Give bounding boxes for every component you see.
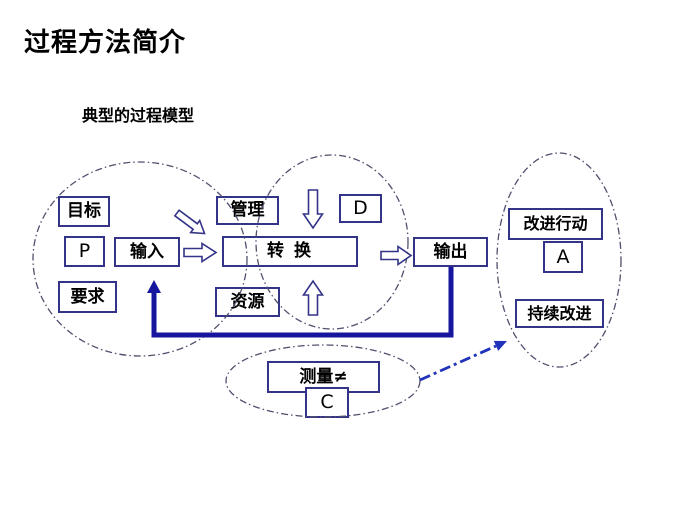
- box-transform: 转 换: [222, 236, 358, 267]
- arrow-up-into-transform-icon: [301, 279, 325, 316]
- arrow-transform-to-output-icon: [380, 244, 413, 267]
- arrow-diagonal-to-transform-icon: [173, 209, 206, 235]
- box-act-a: A: [543, 241, 583, 273]
- box-plan-p: P: [64, 236, 105, 267]
- measure-to-act-dash-line: [419, 344, 497, 382]
- box-goal: 目标: [58, 196, 110, 227]
- box-requirement: 要求: [58, 281, 117, 313]
- box-resource: 资源: [215, 287, 280, 317]
- feedback-arrowhead-icon: [147, 280, 161, 293]
- box-check-c: C: [305, 387, 349, 418]
- diagram-subtitle: 典型的过程模型: [82, 106, 195, 125]
- box-input: 输入: [114, 237, 180, 267]
- page-title: 过程方法简介: [24, 28, 187, 58]
- measure-to-act-arrowhead-icon: [493, 340, 507, 351]
- box-continuous-improvement: 持续改进: [515, 299, 604, 328]
- box-improvement-action: 改进行动: [508, 208, 603, 240]
- arrow-input-to-transform-icon: [183, 242, 218, 263]
- box-do-d: D: [339, 194, 382, 223]
- box-management: 管理: [216, 196, 279, 225]
- box-output: 输出: [413, 237, 488, 267]
- feedback-line: [151, 267, 454, 338]
- arrow-down-into-transform-icon: [301, 189, 325, 230]
